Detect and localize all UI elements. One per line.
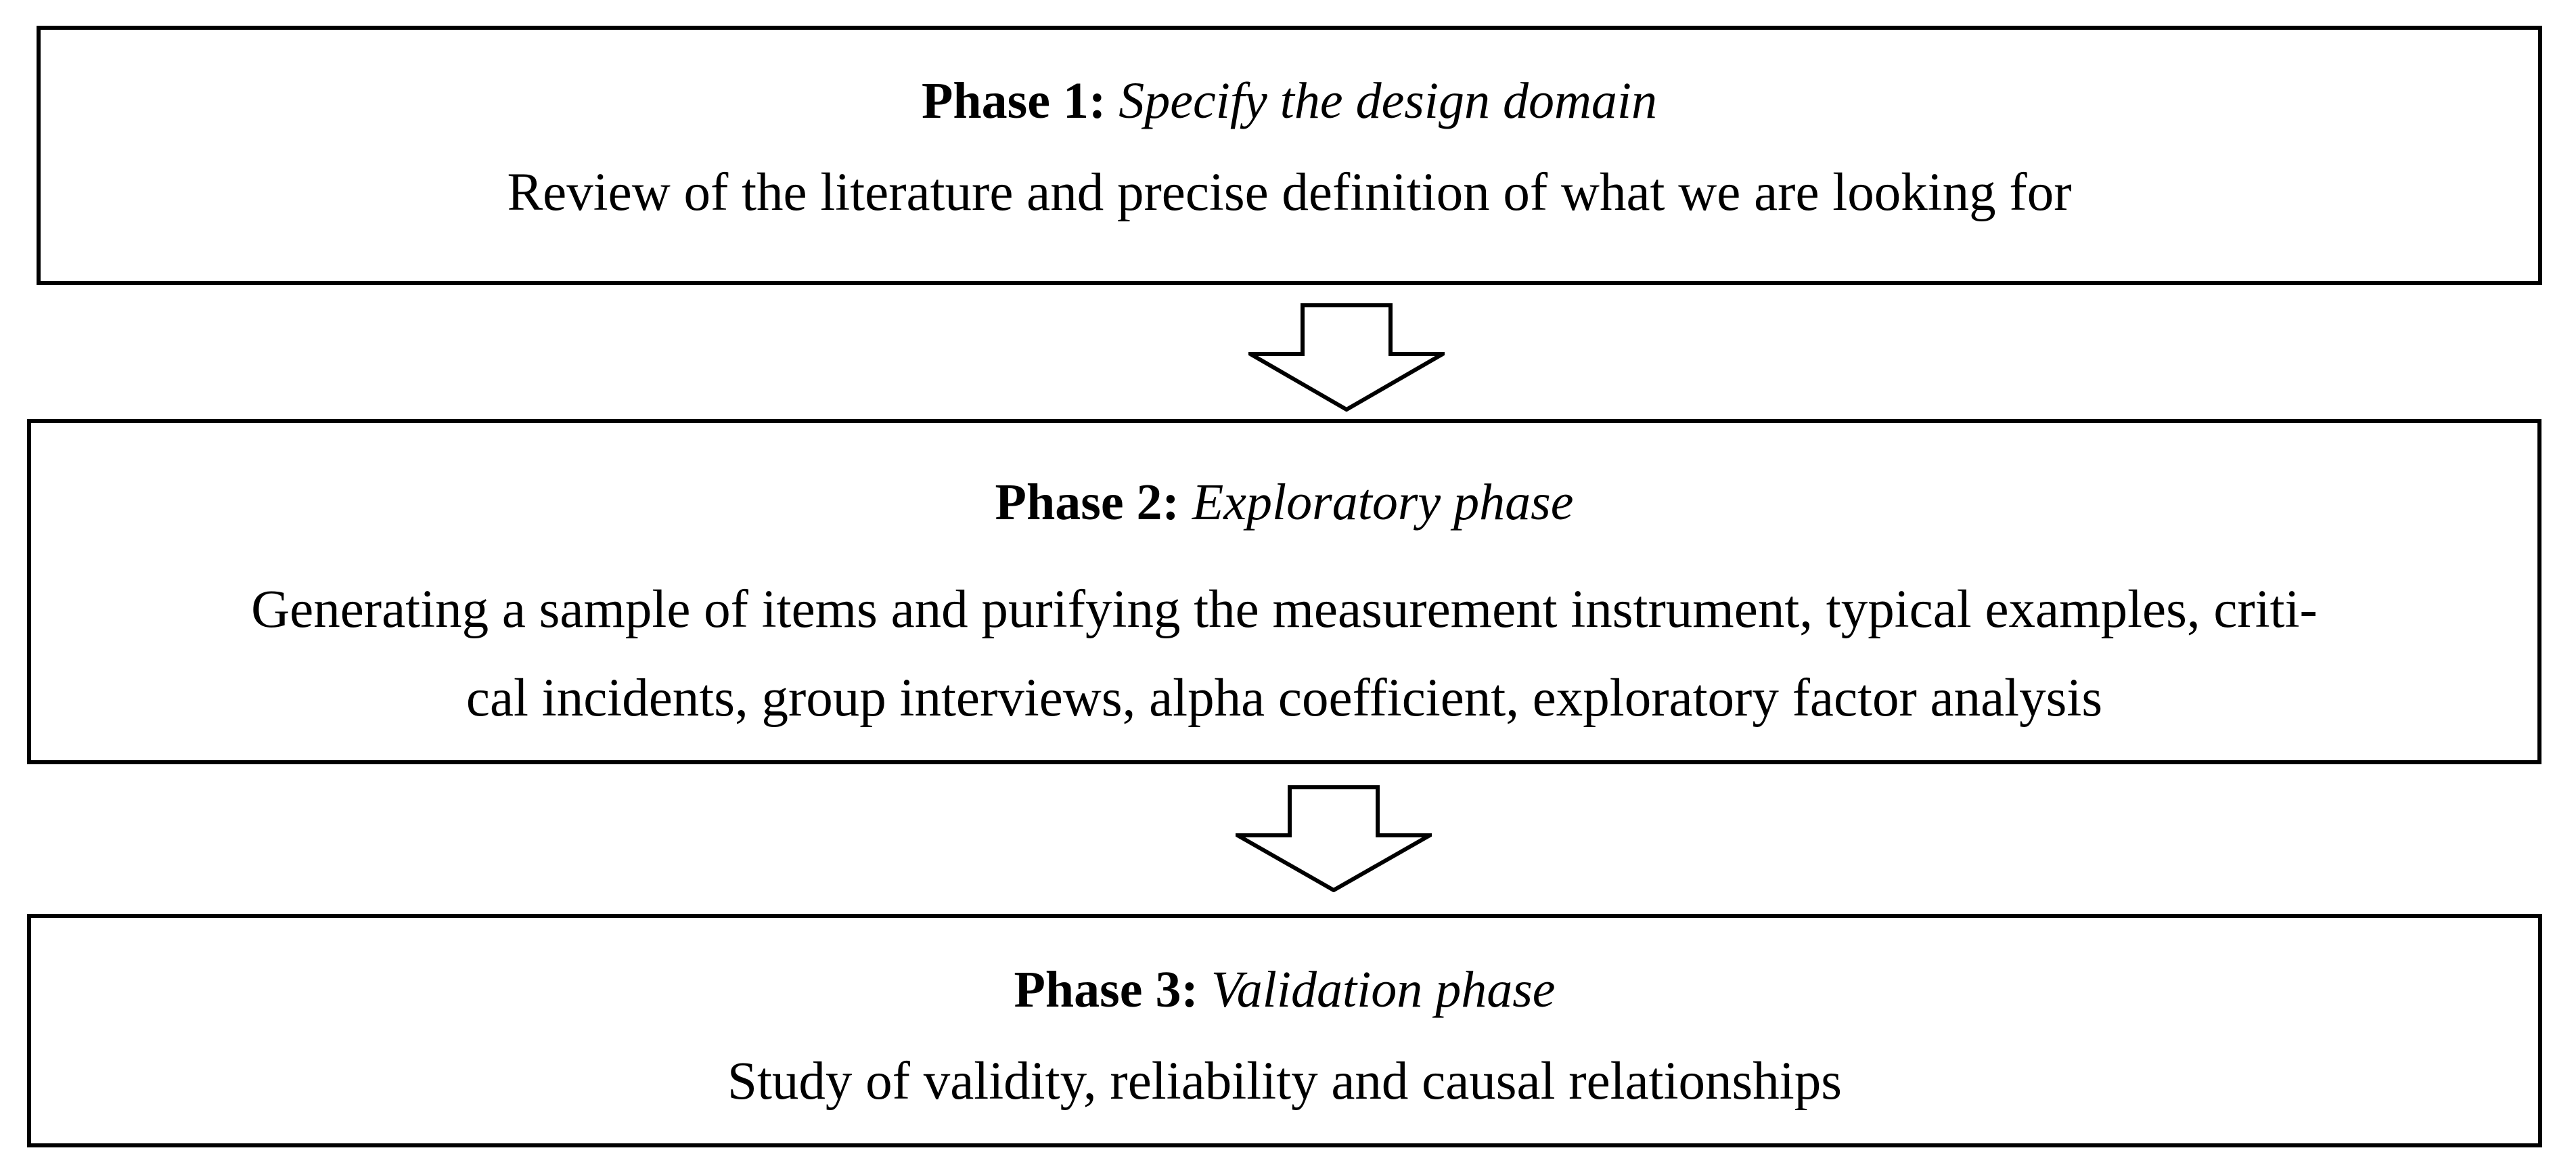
- phase-3-title: Phase 3: Validation phase: [31, 964, 2538, 1015]
- phase-1-description-line: Review of the literature and precise def…: [507, 163, 2072, 222]
- down-arrow-icon: [1248, 303, 1445, 412]
- phase-2-box: Phase 2: Exploratory phase Generating a …: [27, 419, 2541, 764]
- phase-1-title: Phase 1: Specify the design domain: [41, 75, 2538, 127]
- phase-1-box: Phase 1: Specify the design domain Revie…: [37, 26, 2542, 285]
- phase-3-box: Phase 3: Validation phase Study of valid…: [27, 914, 2542, 1147]
- phase-3-label: Phase 3:: [1014, 961, 1198, 1018]
- phase-3-description-line: Study of validity, reliability and causa…: [727, 1052, 1842, 1111]
- phase-1-name: Specify the design domain: [1118, 72, 1657, 129]
- down-arrow-icon: [1236, 785, 1432, 892]
- phase-2-description-line: cal incidents, group interviews, alpha c…: [466, 669, 2103, 728]
- phase-2-title: Phase 2: Exploratory phase: [31, 477, 2537, 528]
- phase-1-label: Phase 1:: [921, 72, 1106, 129]
- phase-3-description: Study of validity, reliability and causa…: [31, 1055, 2538, 1108]
- phase-1-description: Review of the literature and precise def…: [41, 166, 2538, 219]
- phase-3-name: Validation phase: [1211, 961, 1556, 1018]
- phase-2-label: Phase 2:: [995, 474, 1179, 531]
- phase-2-description: Generating a sample of items and purifyi…: [31, 565, 2537, 743]
- phase-2-name: Exploratory phase: [1192, 474, 1574, 531]
- phase-2-description-line: Generating a sample of items and purifyi…: [251, 580, 2318, 639]
